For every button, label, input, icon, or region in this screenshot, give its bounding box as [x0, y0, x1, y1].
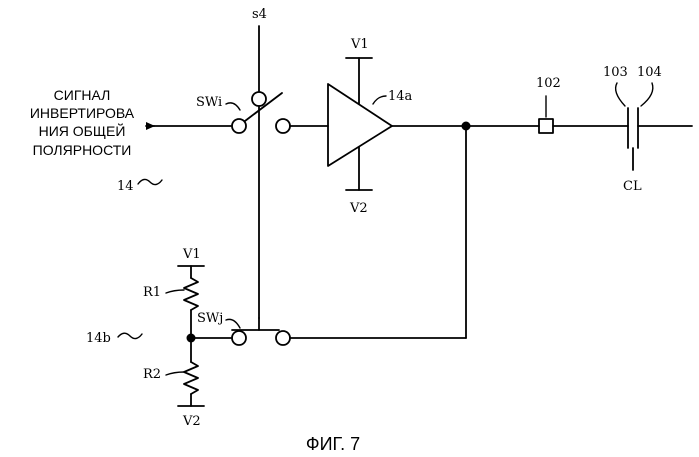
switch-swi: SWi [196, 93, 328, 133]
control-line-s4: s4 [252, 7, 267, 330]
r2-label: R2 [143, 367, 161, 382]
v2-top-label: V2 [349, 201, 368, 216]
resistor-r1 [184, 278, 198, 310]
electrode-103-leader [616, 83, 625, 106]
s4-swi-link [252, 92, 266, 106]
ref-14b: 14b [86, 331, 142, 346]
input-line [146, 122, 231, 130]
switch-swj: SWj [191, 311, 466, 345]
swi-contact-right [276, 119, 290, 133]
v1-bottom-label: V1 [182, 247, 201, 262]
v2-bottom-label: V2 [182, 414, 201, 429]
swi-blade [245, 93, 282, 121]
swj-leader [226, 319, 240, 328]
swj-label: SWj [197, 311, 223, 326]
swi-contact-left [232, 119, 246, 133]
terminal-102-label: 102 [536, 76, 561, 91]
input-signal-line-2: ИНВЕРТИРОВА [30, 105, 135, 121]
electrode-104-label: 104 [637, 65, 662, 80]
amp-leader [373, 96, 386, 104]
ref-14-label: 14 [117, 179, 134, 194]
output-line: 102 [392, 76, 628, 338]
figure-caption: ФИГ. 7 [306, 434, 360, 454]
ref-14b-label: 14b [86, 331, 111, 346]
electrode-103-label: 103 [603, 65, 628, 80]
input-signal-label: СИГНАЛ ИНВЕРТИРОВА НИЯ ОБЩЕЙ ПОЛЯРНОСТИ [30, 87, 135, 158]
r2-leader [166, 372, 184, 375]
swi-label: SWi [196, 95, 222, 110]
swi-leader [226, 103, 240, 110]
ref-14-leader [138, 179, 162, 184]
electrode-104-leader [641, 83, 653, 106]
capacitor-cl: 103 104 CL [603, 65, 692, 194]
swj-contact-right [276, 331, 290, 345]
input-signal-line-3: НИЯ ОБЩЕЙ [39, 122, 126, 139]
resistor-r2 [184, 362, 198, 394]
r1-leader [166, 290, 184, 293]
ref-14b-leader [118, 333, 142, 338]
r1-label: R1 [143, 285, 161, 300]
input-signal-line-4: ПОЛЯРНОСТИ [33, 142, 132, 158]
amplifier-label: 14a [388, 89, 413, 104]
terminal-102 [539, 119, 553, 133]
cl-label: CL [623, 179, 642, 194]
s4-label: s4 [252, 7, 267, 22]
swj-contact-left [232, 331, 246, 345]
ref-14: 14 [117, 179, 162, 194]
v1-top-label: V1 [350, 37, 369, 52]
input-signal-line-1: СИГНАЛ [54, 87, 111, 103]
